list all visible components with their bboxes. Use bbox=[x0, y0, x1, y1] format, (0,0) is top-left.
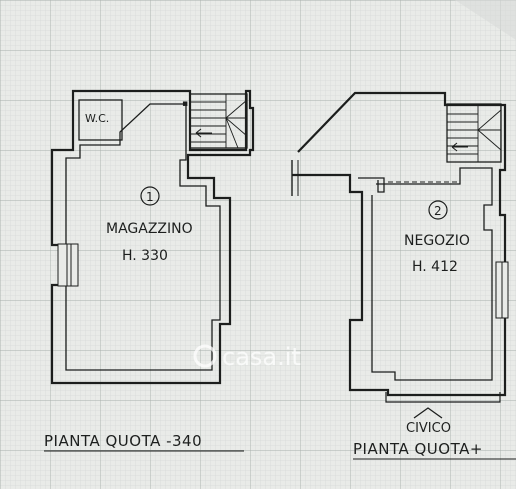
negozio-height: H. 412 bbox=[412, 259, 458, 275]
wc-room bbox=[78, 99, 123, 141]
watermark-text: casa.it bbox=[222, 343, 301, 371]
magazzino-stairs bbox=[189, 93, 248, 149]
plan-left: W.C. ▪ 1 MAGAZZINO H. 330 bbox=[44, 89, 255, 452]
room-number-circle-2 bbox=[428, 200, 448, 220]
negozio-side-opening bbox=[495, 261, 509, 319]
stair-top-mark: ▪ bbox=[182, 99, 188, 109]
wc-label: W.C. bbox=[85, 112, 109, 125]
room-number-circle-1 bbox=[140, 186, 160, 206]
magazzino-side-window bbox=[57, 243, 79, 287]
watermark-logo-icon bbox=[193, 344, 217, 368]
plan-right: 2 NEGOZIO H. 412 CIVICO PIANTA QUOTA+ bbox=[291, 91, 516, 460]
paper-fold-shadow bbox=[455, 0, 516, 40]
watermark: casa.it bbox=[193, 343, 301, 371]
negozio-name: NEGOZIO bbox=[404, 233, 470, 249]
entrance-arrow-icon bbox=[413, 407, 443, 419]
plan-right-caption: PIANTA QUOTA+ bbox=[353, 440, 483, 458]
negozio-stairs bbox=[446, 103, 502, 163]
negozio-inner-wall bbox=[358, 167, 493, 381]
negozio-outer-wall bbox=[292, 91, 507, 397]
room-number-2: 2 bbox=[434, 204, 442, 218]
negozio-left-doorway bbox=[291, 160, 299, 196]
plan-left-caption: PIANTA QUOTA -340 bbox=[44, 432, 202, 450]
entrance-bracket bbox=[385, 392, 501, 403]
magazzino-name: MAGAZZINO bbox=[106, 221, 193, 237]
magazzino-height: H. 330 bbox=[122, 248, 168, 264]
room-number-1: 1 bbox=[146, 190, 154, 204]
civico-label: CIVICO bbox=[406, 421, 451, 436]
